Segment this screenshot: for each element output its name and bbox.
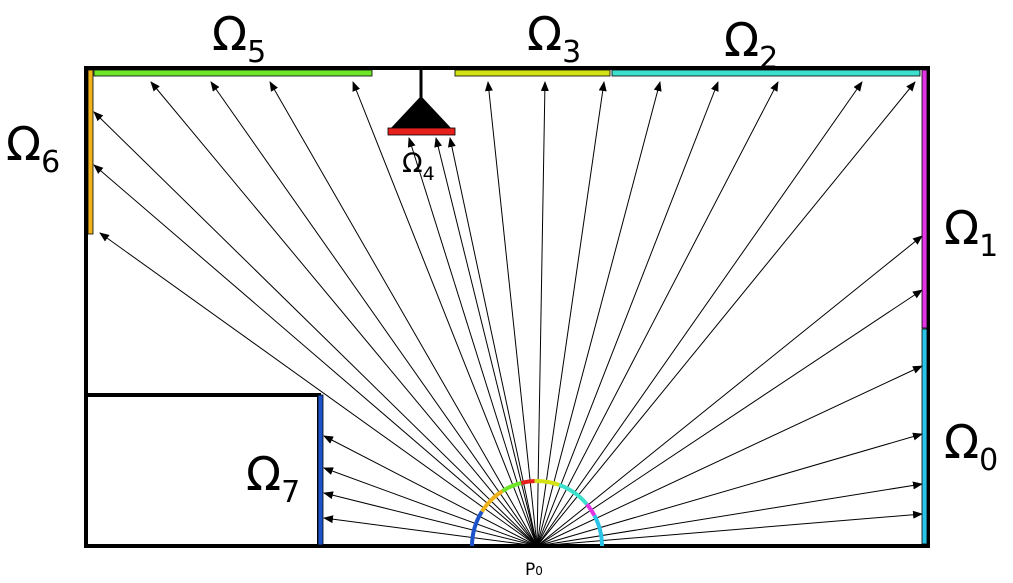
segment-omega-4 <box>387 127 456 136</box>
ray-arrow <box>536 235 923 547</box>
ray-arrow <box>536 81 662 547</box>
label-omega-2: Ω2 <box>724 13 778 76</box>
ray-arrow <box>536 365 923 547</box>
ray-arrow <box>536 432 923 547</box>
source-semicircle <box>470 478 604 547</box>
ray-group <box>93 81 923 547</box>
inner-box-wall <box>84 393 321 548</box>
ray-arrow <box>150 81 538 547</box>
ray-arrow <box>323 435 538 547</box>
ray-arrow <box>536 81 779 547</box>
ray-arrow <box>536 81 916 547</box>
segment-omega-0 <box>921 328 928 545</box>
ray-arrow <box>93 164 538 547</box>
label-omega-7: Ω7 <box>246 447 300 510</box>
ray-arrow <box>536 81 549 547</box>
source-arc-segment <box>585 502 597 517</box>
ray-arrow <box>323 467 538 547</box>
source-arc-segment <box>592 514 604 547</box>
ray-arrow <box>99 232 538 547</box>
boundary-segments <box>87 69 928 546</box>
ray-arrow <box>407 137 538 547</box>
ray-arrow <box>93 111 538 547</box>
label-omega-4: Ω4 <box>402 148 435 185</box>
label-source-point: P0 <box>525 560 543 580</box>
segment-omega-6 <box>87 69 94 235</box>
room-walls <box>84 66 930 548</box>
source-arc-segment <box>520 479 535 485</box>
segment-omega-2 <box>611 69 921 77</box>
segment-omega-3 <box>454 69 611 77</box>
segment-omega-1 <box>921 69 928 329</box>
label-omega-3: Ω3 <box>527 7 581 70</box>
source-arc-segment <box>534 478 560 487</box>
ray-arrow <box>352 81 538 547</box>
ray-arrow <box>434 137 538 547</box>
ray-arrow <box>536 81 863 547</box>
ray-arrow <box>536 81 607 547</box>
ray-arrow <box>447 137 538 547</box>
source-arc-segment <box>470 510 484 547</box>
label-omega-5: Ω5 <box>212 7 266 70</box>
ray-arrow <box>484 81 538 547</box>
speaker-icon <box>387 68 456 136</box>
source-arc-segment <box>558 483 589 506</box>
ray-arrow <box>536 81 719 547</box>
ray-arrow <box>210 81 538 547</box>
label-omega-0: Ω0 <box>944 415 998 478</box>
source-arc-segment <box>480 489 504 513</box>
segment-omega-7 <box>317 394 324 546</box>
outer-wall <box>84 66 930 548</box>
ray-arrow <box>323 515 538 547</box>
label-omega-6: Ω6 <box>6 117 60 180</box>
ray-arrow <box>323 491 538 547</box>
segment-omega-5 <box>93 69 373 77</box>
source-arc-segment <box>501 480 522 493</box>
region-labels: Ω5 Ω3 Ω2 Ω6 Ω1 Ω0 Ω7 Ω4 P0 <box>6 7 998 580</box>
ray-arrow <box>536 289 923 547</box>
ray-arrow <box>269 81 538 547</box>
label-omega-1: Ω1 <box>944 201 998 264</box>
